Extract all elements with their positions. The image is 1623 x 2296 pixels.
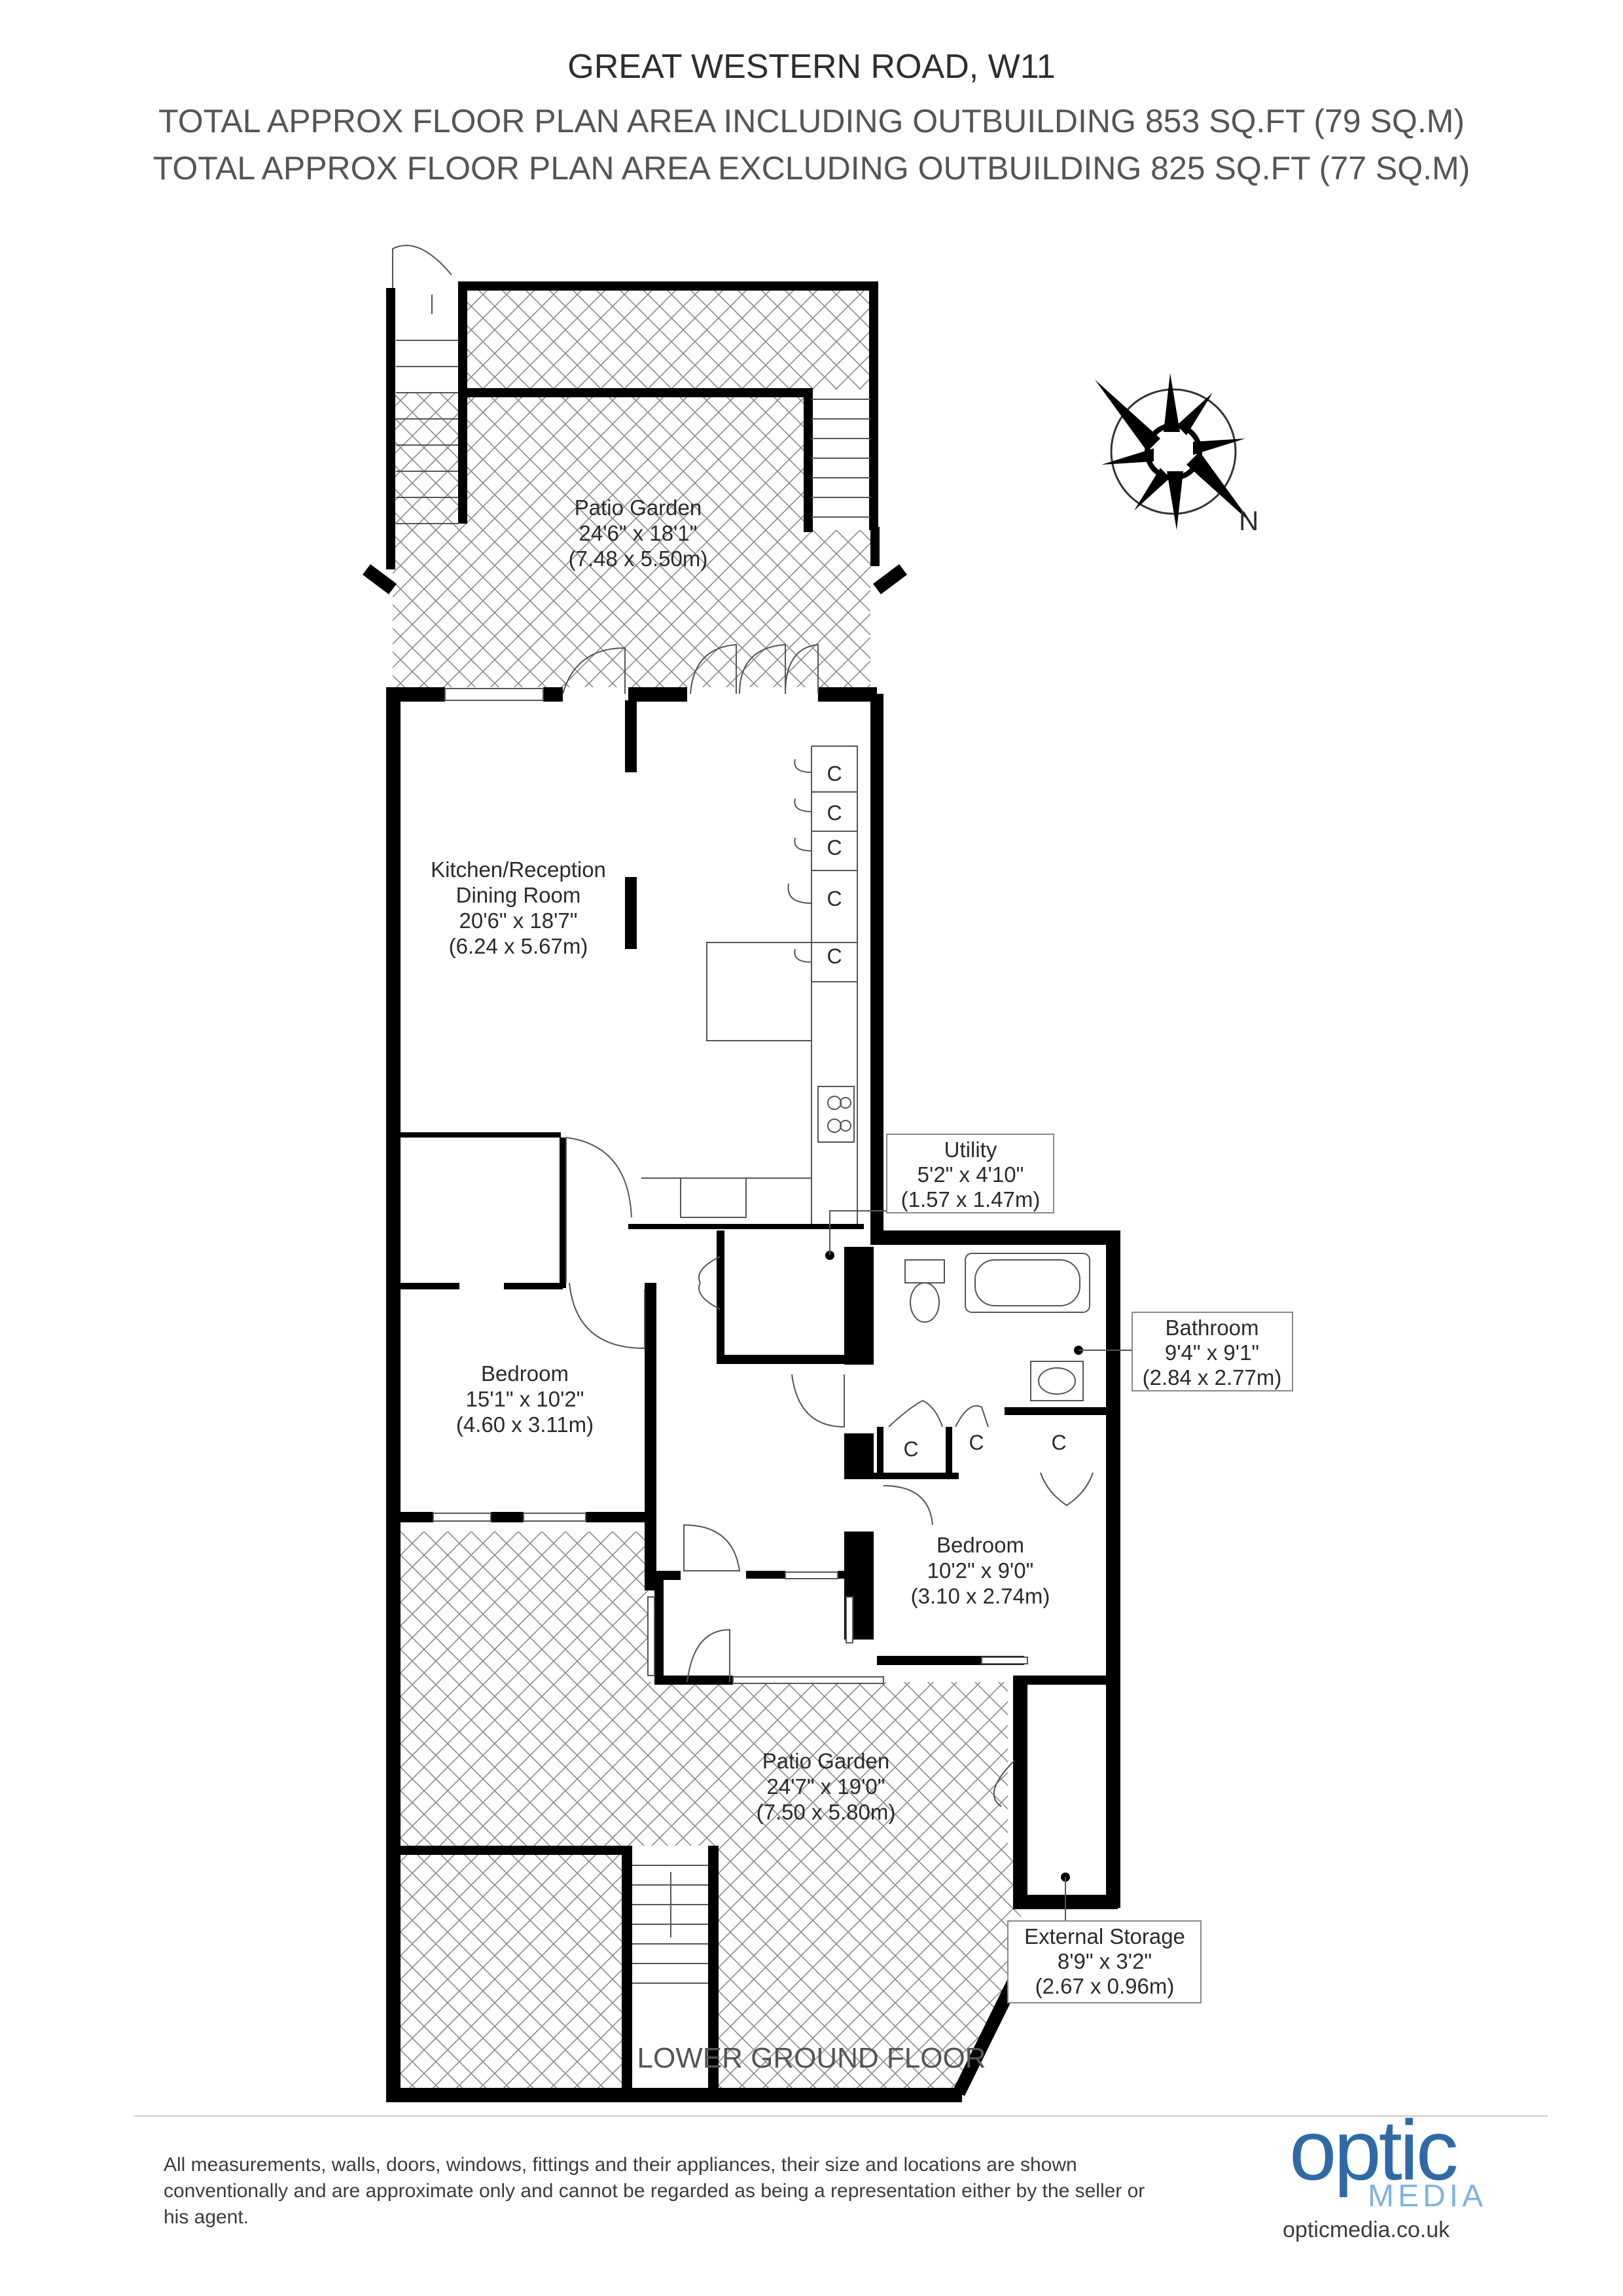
room-dims-metric: (4.60 x 3.11m) [456,1412,594,1437]
logo-word: optic [1289,2102,1459,2198]
interior-floor [401,707,1109,1892]
room-name: Bedroom [936,1533,1024,1557]
area-including-text: TOTAL APPROX FLOOR PLAN AREA INCLUDING O… [158,103,1465,139]
disclaimer-text: All measurements, walls, doors, windows,… [164,2154,1145,2228]
cupboard-label: C [827,944,842,968]
kitchen-units [641,745,858,1224]
room-dims-metric: (6.24 x 5.67m) [449,934,588,958]
floor-label: LOWER GROUND FLOOR [637,2042,986,2074]
north-label: N [1239,505,1258,536]
patio-garden-top-area [393,288,872,687]
cupboard-label: C [1051,1431,1066,1454]
patio-garden-bottom-area [393,1532,1021,2088]
doors [562,643,1094,1807]
walls [386,281,1120,2102]
stairs-top-right [812,399,870,518]
room-dims-imperial: 5'2" x 4'10" [918,1162,1024,1187]
room-bedroom-2: Bedroom 10'2" x 9'0" (3.10 x 2.74m) [911,1533,1050,1608]
room-dims-imperial: 20'6" x 18'7" [459,908,578,933]
windows [433,688,1028,1684]
room-patio-garden-bottom: Patio Garden 24'7" x 19'0" (7.50 x 5.80m… [757,1749,896,1824]
compass-icon [1095,373,1252,530]
room-name: Patio Garden [762,1749,889,1773]
room-dims-metric: (2.84 x 2.77m) [1143,1365,1282,1390]
room-name: Kitchen/Reception [431,857,606,882]
room-dims-imperial: 15'1" x 10'2" [466,1387,584,1411]
room-dims-imperial: 8'9" x 3'2" [1058,1949,1152,1973]
room-name-line2: Dining Room [456,883,581,907]
room-name: External Storage [1024,1924,1185,1948]
room-dims-metric: (2.67 x 0.96m) [1035,1974,1175,1998]
room-utility: Utility 5'2" x 4'10" (1.57 x 1.47m) [901,1138,1041,1211]
stairs-top-left [392,245,458,524]
room-dims-imperial: 24'6" x 18'1" [579,521,698,545]
logo-url: opticmedia.co.uk [1283,2217,1450,2242]
room-dims-imperial: 24'7" x 19'0" [767,1774,885,1799]
cupboard-labels: C C C C C C C C [827,762,1066,1461]
cupboard-label: C [903,1437,918,1461]
room-name: Patio Garden [575,495,702,520]
divider [134,2115,1548,2117]
cupboard-label: C [969,1431,984,1454]
bathroom-fixtures [904,1253,1090,1401]
room-dims-metric: (7.48 x 5.50m) [569,547,708,571]
room-dims-metric: (3.10 x 2.74m) [911,1584,1050,1608]
optic-media-logo: optic MEDIA opticmedia.co.uk [1276,2101,1483,2258]
logo-sub: MEDIA [1368,2179,1488,2214]
room-patio-garden-top: Patio Garden 24'6" x 18'1" (7.48 x 5.50m… [569,495,708,571]
cupboard-label: C [827,801,842,825]
room-bedroom-1: Bedroom 15'1" x 10'2" (4.60 x 3.11m) [456,1361,594,1437]
room-name: Utility [944,1138,997,1162]
room-dims-metric: (1.57 x 1.47m) [901,1187,1041,1211]
plan-title: GREAT WESTERN ROAD, W11 [567,48,1056,86]
room-dims-metric: (7.50 x 5.80m) [757,1800,896,1824]
cupboard-label: C [827,887,842,910]
label-boxes [886,1134,1293,2003]
stairs-bottom [632,1865,708,1984]
cupboard-label: C [827,836,842,859]
room-dims-imperial: 10'2" x 9'0" [927,1558,1034,1583]
room-external-storage: External Storage 8'9" x 3'2" (2.67 x 0.9… [1024,1924,1185,1998]
room-dims-imperial: 9'4" x 9'1" [1165,1340,1259,1365]
label-leaders [829,1210,1132,1921]
room-kitchen: Kitchen/Reception Dining Room 20'6" x 18… [431,857,606,958]
room-bathroom: Bathroom 9'4" x 9'1" (2.84 x 2.77m) [1143,1316,1282,1390]
cupboard-label: C [827,762,842,785]
room-name: Bedroom [481,1361,569,1386]
room-name: Bathroom [1165,1316,1258,1340]
area-excluding-text: TOTAL APPROX FLOOR PLAN AREA EXCLUDING O… [152,150,1471,187]
